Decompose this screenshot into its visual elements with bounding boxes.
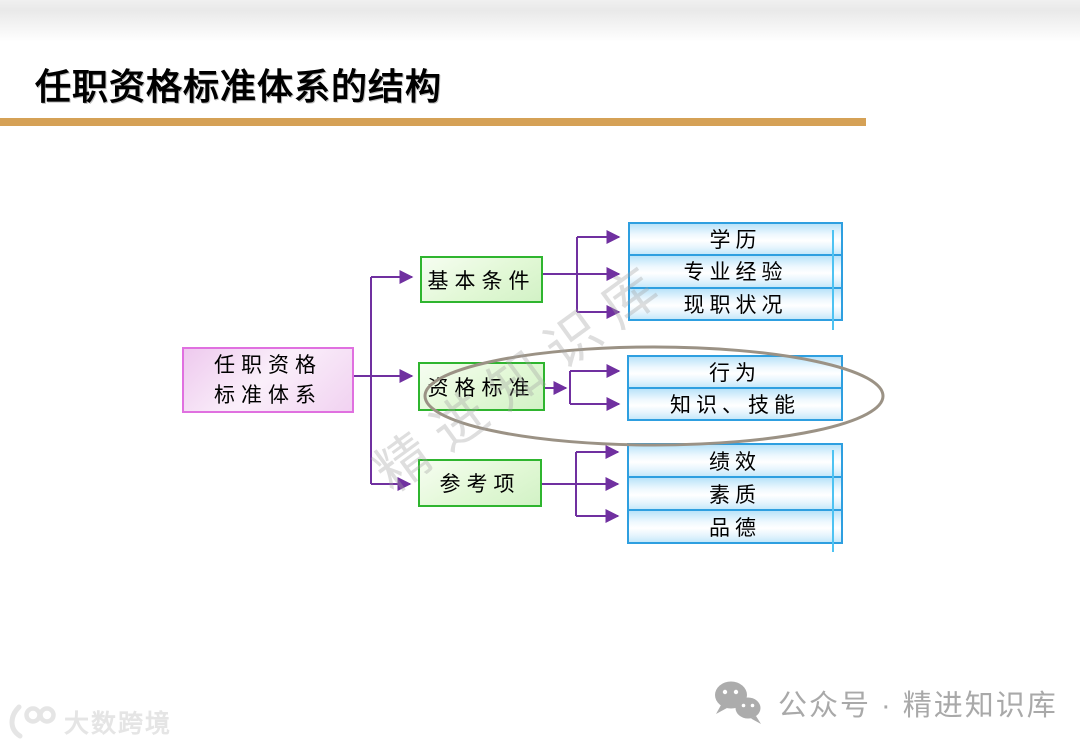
leaf-quality: 素质 xyxy=(629,476,841,509)
top-gradient-band xyxy=(0,0,1080,42)
root-node-qualification-system: 任职资格 标准体系 xyxy=(182,347,354,413)
leaf-current-position-status: 现职状况 xyxy=(630,286,841,319)
footer-left-logo: 大数跨境 xyxy=(6,704,172,740)
leaf-morality: 品德 xyxy=(629,509,841,542)
footer-right: 公众号 · 精进知识库 xyxy=(712,680,1058,726)
leaf-education: 学历 xyxy=(630,224,841,255)
branch-node-reference-items: 参考项 xyxy=(418,459,542,507)
leaf-group-reference-items: 绩效 素质 品德 xyxy=(627,443,843,544)
leaf-behavior: 行为 xyxy=(629,357,841,387)
wechat-icon xyxy=(715,681,761,724)
page-title: 任职资格标准体系的结构 xyxy=(35,66,443,107)
branch-node-basic-conditions: 基本条件 xyxy=(420,256,543,303)
leaf-performance: 绩效 xyxy=(629,445,841,476)
leaf-group-qualification-standard: 行为 知识、技能 xyxy=(627,355,843,421)
branch-node-qualification-standard: 资格标准 xyxy=(418,362,545,411)
leaf-group-basic-conditions: 学历 专业经验 现职状况 xyxy=(628,222,843,321)
root-node-label-line1: 任职资格 xyxy=(214,352,322,377)
leaf-knowledge-skills: 知识、技能 xyxy=(629,387,841,419)
logo-100-icon xyxy=(9,704,56,739)
leaf-professional-experience: 专业经验 xyxy=(630,254,841,287)
footer-right-account-text: 公众号 · 精进知识库 xyxy=(778,690,1058,722)
footer-left-logo-text: 大数跨境 xyxy=(64,710,173,738)
root-node-label-line2: 标准体系 xyxy=(214,383,322,407)
title-underline xyxy=(0,118,866,126)
